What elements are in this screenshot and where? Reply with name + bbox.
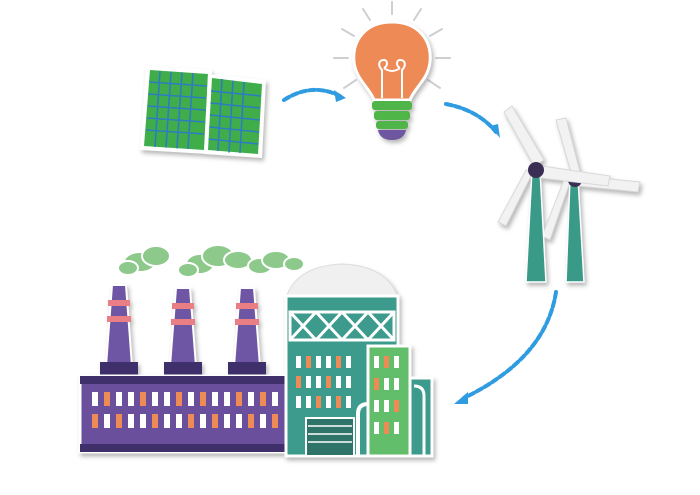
light-bulb [333,1,451,140]
arrowhead-turbines-to-factory [454,392,468,404]
wind-turbine-back [541,117,641,283]
solar-panel-left [140,66,212,154]
bulb-filament [378,58,406,98]
bulb-base-ring-2 [374,111,410,120]
chimney-1 [100,284,138,376]
bulb-base-ring-3 [376,121,408,129]
arrowhead-panels-to-bulb [334,90,346,102]
tower-windows [296,356,351,408]
solar-panel-right [204,74,266,158]
smoke-cloud-middle [177,244,253,278]
factory-main-building [78,374,294,454]
tower-door [305,417,355,457]
annex-windows [374,356,399,434]
bulb-rays [333,1,451,89]
factory-annex [366,344,434,458]
bulb-base-ring-1 [372,101,412,110]
smoke-clouds [117,244,305,278]
wind-turbines [497,105,641,283]
cycle-arrows [282,88,558,404]
arrow-bulb-to-turbines [444,102,498,134]
arrow-panels-to-bulb [282,88,342,102]
annex-side-pipe [413,384,426,456]
arrow-turbines-to-factory [462,290,558,400]
smoke-cloud-right [247,250,305,275]
chimney-3 [228,287,266,376]
arrowhead-bulb-to-turbines [490,124,500,138]
smoke-cloud-left [117,245,171,276]
annex-side-wing [408,376,434,458]
bulb-cap [378,130,406,140]
tower-dome [285,263,399,299]
solar-panels [140,66,266,158]
bulb-glass [352,20,432,102]
factory-windows [92,392,278,428]
wind-turbine-front [497,105,611,283]
chimney-2 [164,287,202,376]
factory [78,244,434,458]
tower-truss [288,310,396,342]
